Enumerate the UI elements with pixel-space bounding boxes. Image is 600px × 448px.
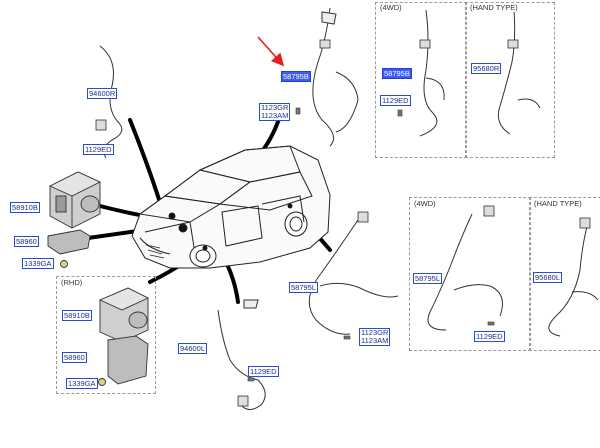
part-label-58960[interactable]: 58960 xyxy=(14,236,39,247)
abs-bracket-left xyxy=(47,229,91,268)
vehicle-outline xyxy=(131,145,331,269)
sensor-heads xyxy=(95,39,591,407)
part-label-1123am-top: 1123AM xyxy=(261,111,289,120)
part-label-1129ed-bottom[interactable]: 1129ED xyxy=(248,366,279,377)
sensor-wires xyxy=(99,7,599,410)
part-label-1129ed-left[interactable]: 1129ED xyxy=(83,144,114,155)
part-label-1123-bottom[interactable]: 1123GR 1123AM xyxy=(359,328,391,346)
part-label-95680l[interactable]: 95680L xyxy=(533,272,563,283)
box-rhd-title: (RHD) xyxy=(60,278,84,287)
part-label-1129ed-4wd-bottom[interactable]: 1129ED xyxy=(474,331,505,342)
box-4wd-top-title: (4WD) xyxy=(379,3,403,12)
part-label-58910b-rhd[interactable]: 58910B xyxy=(62,310,92,321)
box-hand-top-title: (HAND TYPE) xyxy=(469,3,519,12)
part-label-58795b-4wd[interactable]: 58795B xyxy=(382,68,412,79)
box-hand-bottom xyxy=(529,197,600,351)
box-4wd-top xyxy=(375,2,467,158)
part-label-1339ga-rhd[interactable]: 1339GA xyxy=(66,378,98,389)
part-label-94600l[interactable]: 94600L xyxy=(178,343,208,354)
part-label-1123-top[interactable]: 1123GR 1123AM xyxy=(259,103,291,121)
part-label-1123gr-bottom: 1123GR xyxy=(361,328,389,337)
box-rhd xyxy=(56,276,156,394)
red-arrow xyxy=(257,36,285,67)
part-label-1339ga[interactable]: 1339GA xyxy=(22,258,54,269)
box-4wd-bottom-title: (4WD) xyxy=(413,199,437,208)
part-label-58795l[interactable]: 58795L xyxy=(289,282,319,293)
part-label-1129ed-4wd-top[interactable]: 1129ED xyxy=(380,95,411,106)
part-label-58795l-4wd[interactable]: 58795L xyxy=(413,273,443,284)
part-label-1123gr-top: 1123GR xyxy=(261,103,289,112)
part-label-94600r[interactable]: 94600R xyxy=(87,88,118,99)
box-4wd-bottom xyxy=(409,197,531,351)
part-label-1123am-bottom: 1123AM xyxy=(361,336,389,345)
part-label-58910b[interactable]: 58910B xyxy=(10,202,40,213)
abs-modulator-left xyxy=(48,171,102,229)
part-label-58795b[interactable]: 58795B xyxy=(281,71,311,82)
part-label-95680r[interactable]: 95680R xyxy=(471,63,502,74)
box-hand-bottom-title: (HAND TYPE) xyxy=(533,199,583,208)
part-label-58960-rhd[interactable]: 58960 xyxy=(62,352,87,363)
box-hand-top xyxy=(465,2,555,158)
abs-modulator-rhd xyxy=(98,287,150,386)
